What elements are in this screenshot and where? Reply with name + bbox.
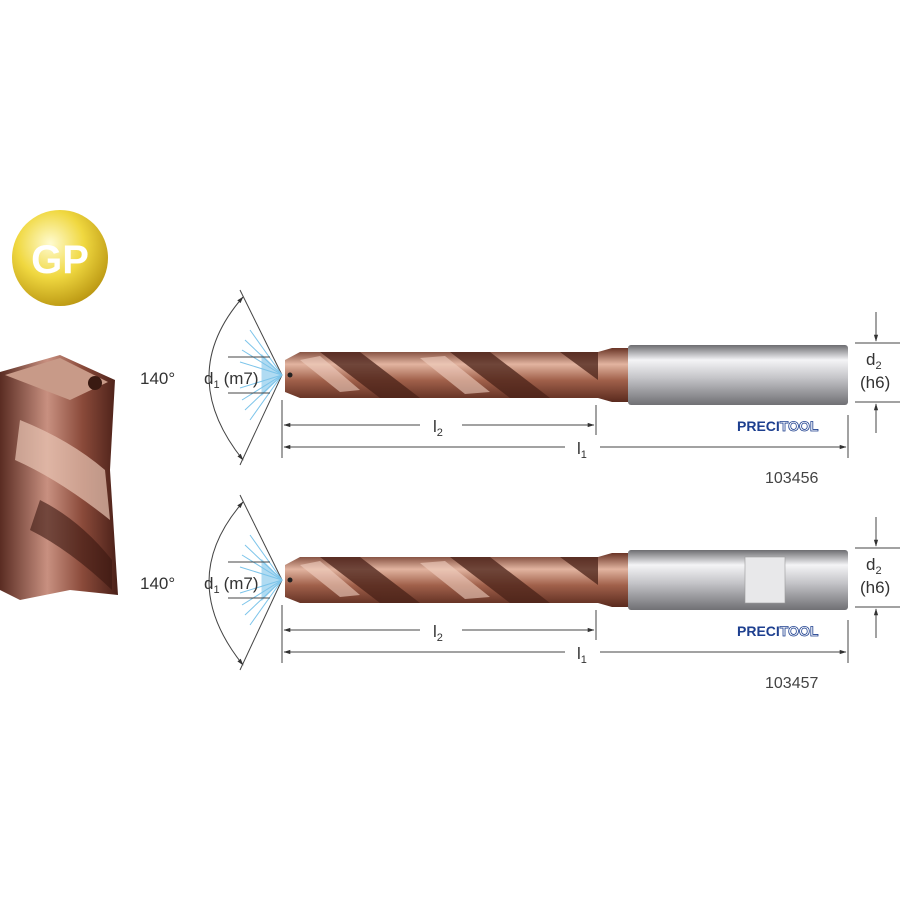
d1-label: d1 (m7) bbox=[204, 369, 259, 391]
logo-part-tool: TOOL bbox=[780, 418, 819, 434]
drill-tip-closeup-image bbox=[0, 355, 118, 600]
d1-label: d1 (m7) bbox=[204, 574, 259, 596]
logo-part-preci: PRECI bbox=[737, 623, 780, 639]
gp-badge-disc bbox=[12, 210, 108, 306]
precitool-logo: PRECITOOL bbox=[737, 418, 819, 434]
angle-arc bbox=[208, 501, 244, 666]
d2-symbol: d bbox=[866, 350, 875, 369]
d2-tolerance-label: (h6) bbox=[860, 373, 890, 392]
logo-part-preci: PRECI bbox=[737, 418, 780, 434]
shank-flat bbox=[744, 556, 786, 604]
logo-part-tool: TOOL bbox=[780, 623, 819, 639]
d1-symbol: d bbox=[204, 574, 213, 593]
d1-symbol: d bbox=[204, 369, 213, 388]
gp-badge: GP bbox=[12, 210, 108, 306]
drill-view-103456: 140° d1(m7) l2 l1 d2 (h6) PRECITOOL 1034… bbox=[140, 289, 900, 487]
l1-subscript: 1 bbox=[581, 449, 587, 461]
l2-subscript: 2 bbox=[437, 427, 443, 439]
coolant-spray-icon bbox=[239, 534, 283, 626]
d2-subscript: 2 bbox=[875, 360, 881, 372]
point-angle-label: 140° bbox=[140, 369, 175, 388]
l2-label: l2 bbox=[433, 622, 443, 644]
precitool-logo: PRECITOOL bbox=[737, 623, 819, 639]
article-number: 103456 bbox=[765, 470, 818, 487]
point-angle-label: 140° bbox=[140, 574, 175, 593]
d2-label: d2 bbox=[866, 555, 882, 577]
coolant-hole-icon bbox=[88, 376, 102, 390]
d2-tolerance-label: (h6) bbox=[860, 578, 890, 597]
l1-symbol: l bbox=[577, 644, 581, 663]
l2-symbol: l bbox=[433, 622, 437, 641]
drill-shank bbox=[628, 550, 848, 610]
l1-subscript: 1 bbox=[581, 654, 587, 666]
l1-label: l1 bbox=[577, 644, 587, 666]
d1-subscript: 1 bbox=[213, 379, 219, 391]
l2-subscript: 2 bbox=[437, 632, 443, 644]
angle-arc bbox=[208, 296, 244, 461]
l1-symbol: l bbox=[577, 439, 581, 458]
drill-view-103457: 140° d1(m7) l2 l1 d2 (h6) PRECITOOL 10 bbox=[140, 494, 900, 692]
l2-label: l2 bbox=[433, 417, 443, 439]
article-number: 103457 bbox=[765, 675, 818, 692]
d1-tolerance: (m7) bbox=[224, 369, 259, 388]
d1-subscript: 1 bbox=[213, 584, 219, 596]
d2-subscript: 2 bbox=[875, 565, 881, 577]
l2-symbol: l bbox=[433, 417, 437, 436]
d2-symbol: d bbox=[866, 555, 875, 574]
d1-tolerance: (m7) bbox=[224, 574, 259, 593]
l1-label: l1 bbox=[577, 439, 587, 461]
d2-label: d2 bbox=[866, 350, 882, 372]
drill-shank bbox=[628, 345, 848, 405]
gp-badge-label: GP bbox=[31, 238, 89, 282]
